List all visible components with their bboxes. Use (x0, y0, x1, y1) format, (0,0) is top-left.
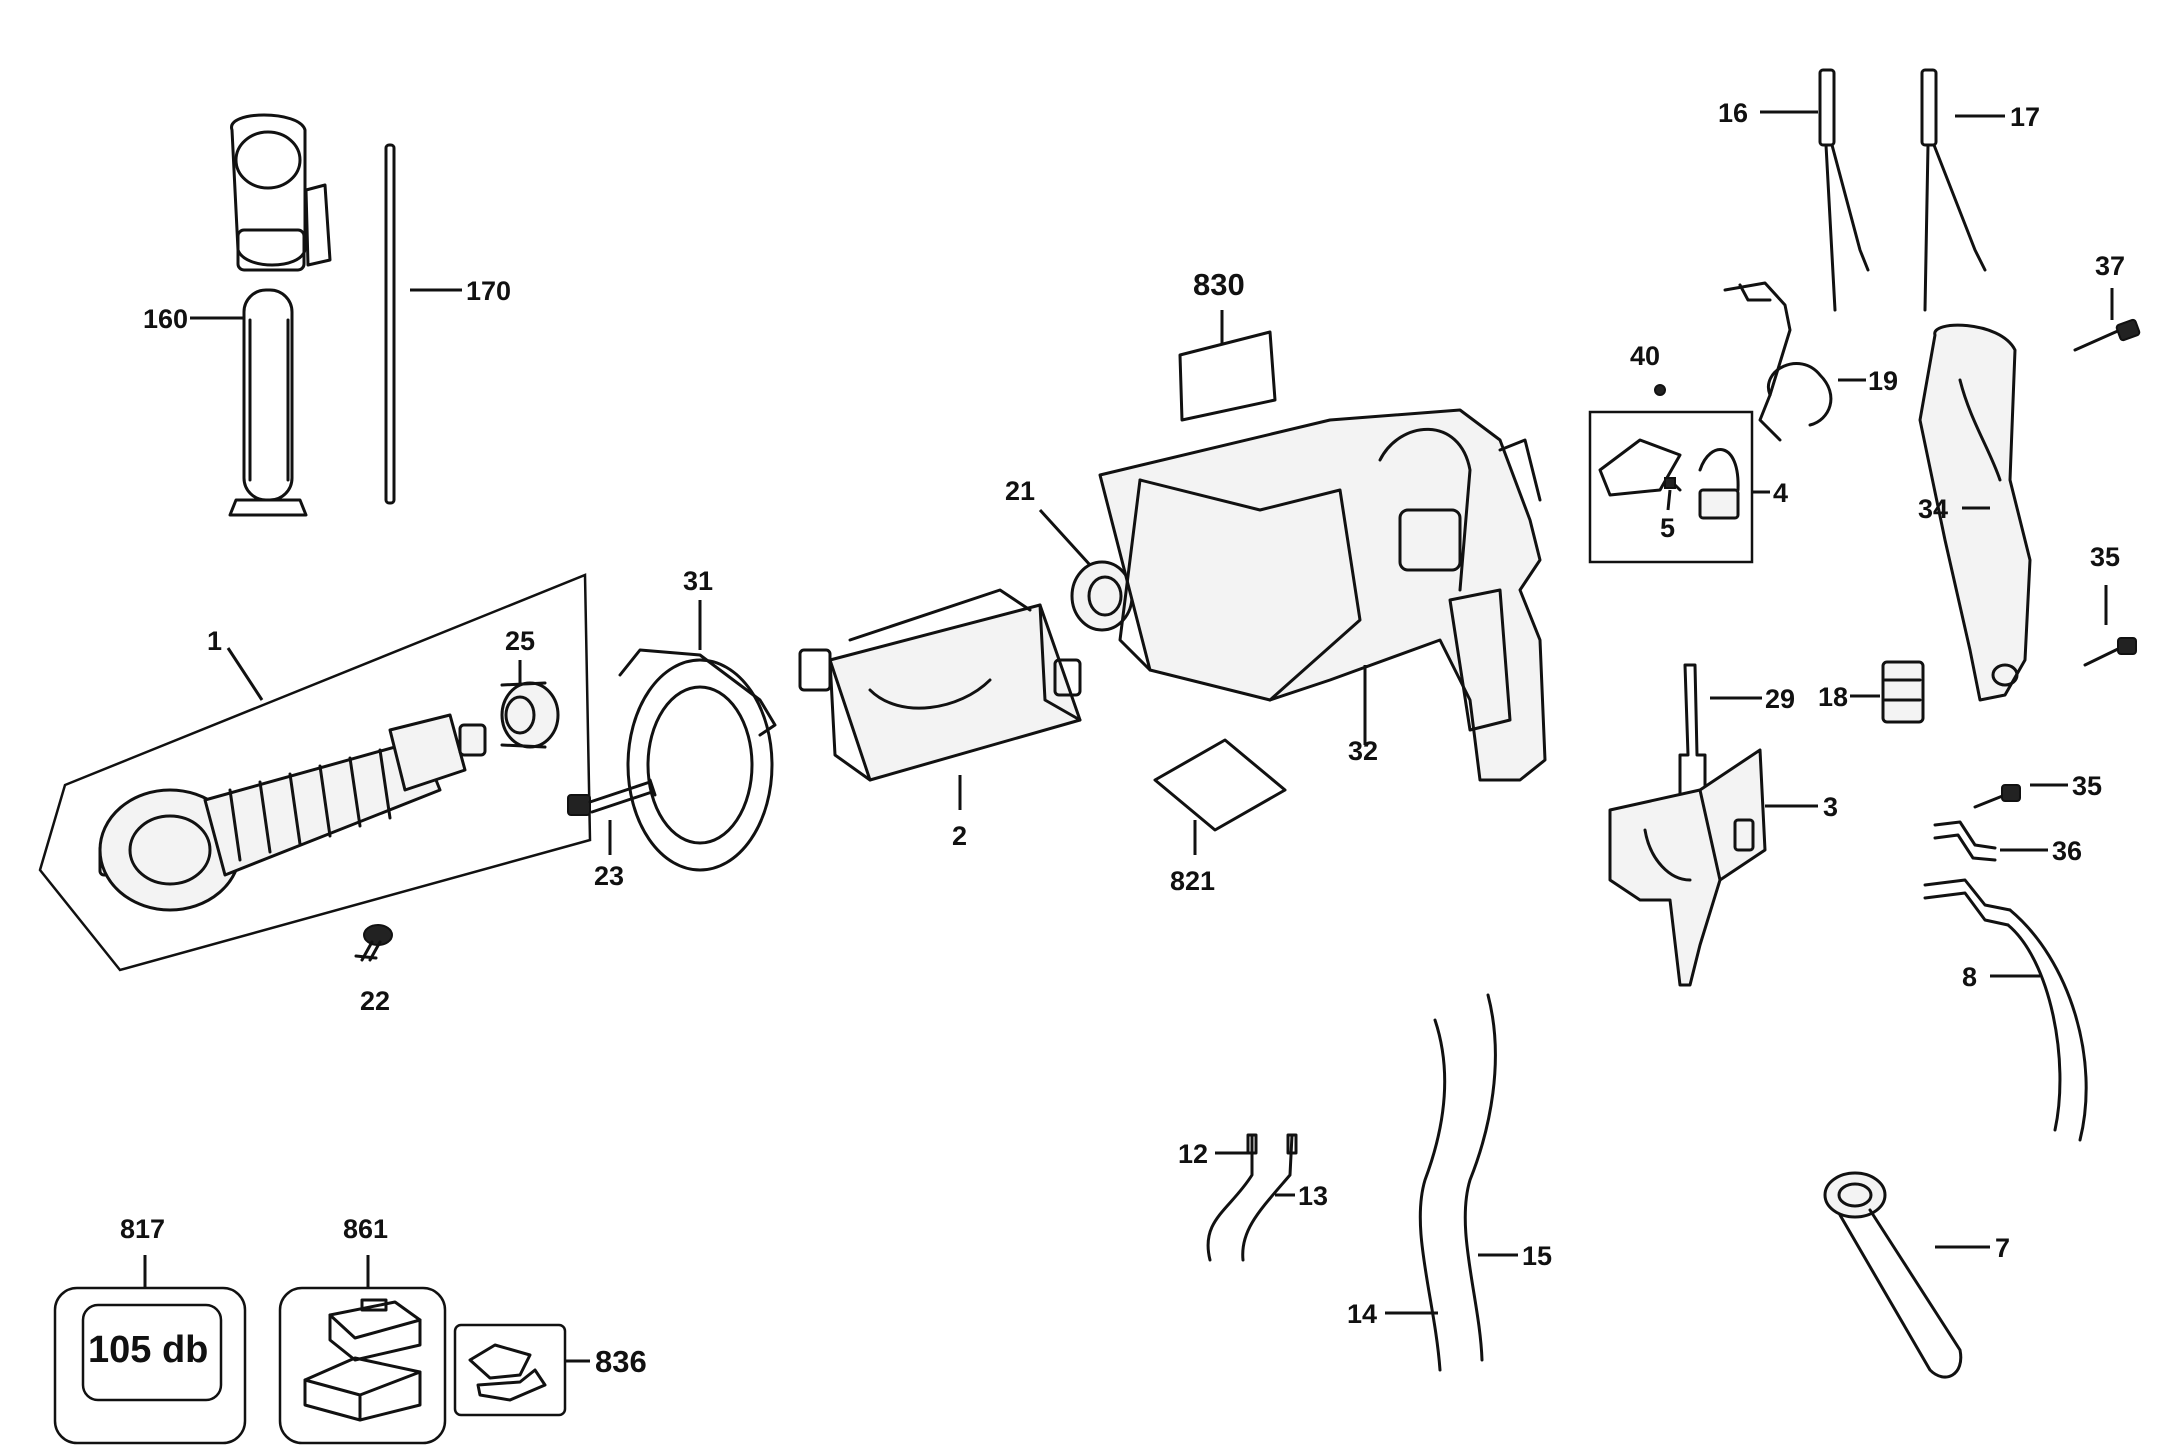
callout-21: 21 (1005, 476, 1035, 506)
lead-16 (1818, 68, 1870, 312)
armature-box (38, 573, 592, 972)
callout-15: 15 (1522, 1241, 1552, 1271)
kit-box (303, 1298, 422, 1422)
screw-35a (2083, 637, 2137, 667)
callout-35a: 35 (2090, 542, 2120, 572)
lead-17 (1920, 68, 1987, 312)
callout-16: 16 (1718, 98, 1748, 128)
armature (98, 713, 487, 912)
switch-lever (1678, 663, 1707, 802)
callout-23: 23 (594, 861, 624, 891)
field-stator (798, 588, 1082, 782)
label-817-inner (81, 1303, 223, 1402)
brush-holder (1723, 281, 1833, 442)
screw-37 (2073, 318, 2141, 352)
callout-821: 821 (1170, 866, 1215, 896)
callout-40: 40 (1630, 341, 1660, 371)
callout-22: 22 (360, 986, 390, 1016)
callout-32: 32 (1348, 736, 1378, 766)
wire-14 (1418, 1018, 1447, 1372)
callout-2: 2 (952, 821, 967, 851)
handle-cover (1918, 323, 2032, 702)
callout-12: 12 (1178, 1139, 1208, 1169)
brush-assembly (1598, 438, 1740, 520)
screw-40 (1654, 384, 1666, 396)
accessory-836 (468, 1343, 547, 1402)
screw-22 (354, 924, 393, 962)
label-817-frame (53, 1286, 247, 1445)
callout-5: 5 (1660, 513, 1675, 543)
callout-4: 4 (1773, 478, 1788, 508)
callout-3: 3 (1823, 792, 1838, 822)
callout-13: 13 (1298, 1181, 1328, 1211)
callout-25: 25 (505, 626, 535, 656)
bearing-21 (1070, 560, 1134, 632)
capacitor (1881, 660, 1925, 724)
callout-36: 36 (2052, 836, 2082, 866)
bolt-23 (567, 778, 657, 816)
screw-35b (1973, 784, 2021, 809)
switch (1608, 748, 1767, 987)
callout-160: 160 (143, 304, 188, 334)
callout-34: 34 (1918, 494, 1948, 524)
bearing (500, 681, 560, 749)
label-836-frame (453, 1323, 567, 1417)
noise-label-text: 105 db (88, 1329, 208, 1371)
motor-housing (1098, 408, 1547, 782)
callout-817: 817 (120, 1214, 165, 1244)
label-821 (1153, 738, 1287, 832)
wire-12 (1206, 1133, 1258, 1262)
cord-clamp (1933, 820, 1997, 862)
depth-rod (384, 143, 396, 505)
brush-box (1588, 410, 1754, 564)
callout-18: 18 (1818, 682, 1848, 712)
kit-box-frame (278, 1286, 447, 1445)
cord-protector (1823, 1171, 1963, 1379)
label-830 (1178, 330, 1277, 422)
callout-29: 29 (1765, 684, 1795, 714)
callout-14: 14 (1347, 1299, 1377, 1329)
callout-861: 861 (343, 1214, 388, 1244)
side-handle (228, 113, 332, 517)
callout-170: 170 (466, 276, 511, 306)
wire-13 (1241, 1133, 1298, 1262)
callout-19: 19 (1868, 366, 1898, 396)
callout-830: 830 (1193, 267, 1245, 302)
callout-35b: 35 (2072, 771, 2102, 801)
callout-1: 1 (207, 626, 222, 656)
callout-31: 31 (683, 566, 713, 596)
callout-836: 836 (595, 1344, 647, 1379)
callout-37: 37 (2095, 251, 2125, 281)
wire-15 (1463, 993, 1497, 1362)
power-cord (1923, 878, 2088, 1142)
baffle (618, 648, 777, 872)
callout-8: 8 (1962, 962, 1977, 992)
callout-17: 17 (2010, 102, 2040, 132)
callout-7: 7 (1995, 1233, 2010, 1263)
